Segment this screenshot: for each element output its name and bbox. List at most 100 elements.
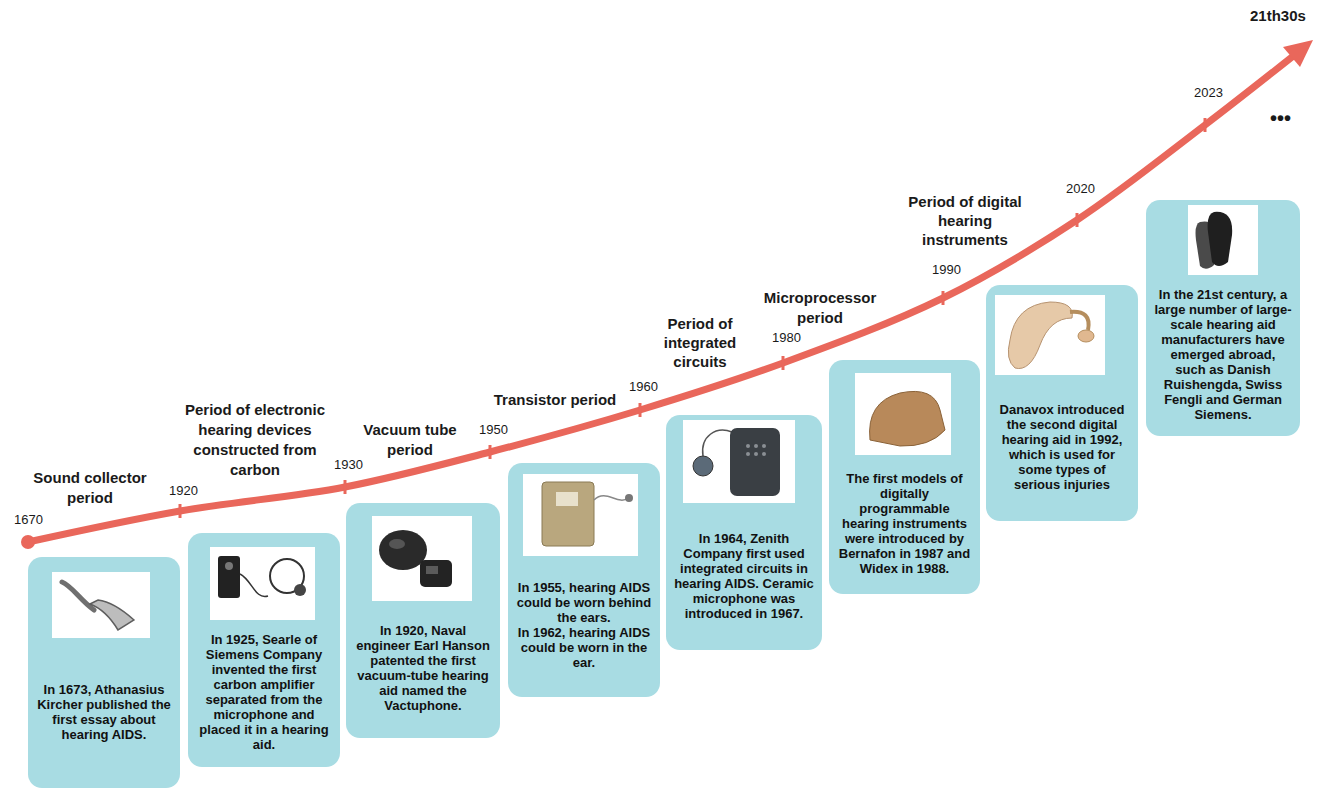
event-box: In 1955, hearing AIDS could be worn behi… [508,463,660,697]
picture-ground [372,516,472,601]
trumpet-tube [62,582,94,610]
year-tick [1076,213,1079,227]
picture-ground [995,295,1105,375]
earpiece [693,456,713,476]
picture-ground [1188,205,1258,275]
grille-dot [762,452,766,456]
carbon-box-knob [225,562,233,570]
event-text: In 1964, Zenith Company first used integ… [674,531,814,621]
period-label: Period of integrated circuits [650,314,750,371]
carbon-aid-picture [210,547,315,620]
event-text: In 1920, Naval engineer Earl Hanson pate… [354,623,492,713]
earpiece [294,584,306,596]
event-box: In 1673, Athanasius Kircher published th… [28,557,180,788]
period-label: Sound collector period [25,468,155,508]
digital-aid-picture [995,295,1105,375]
grille-dot [746,444,750,448]
event-box: In 1925, Searle of Siemens Company inven… [188,533,340,767]
tube-box [420,560,452,587]
ear-hook [1070,312,1089,330]
trumpet-bell [90,600,134,630]
year-tick [942,291,945,305]
year-tick [782,356,785,370]
year-tick [179,504,182,518]
period-label: Vacuum tube period [355,420,465,460]
event-text: In 1962, hearing AIDS could be worn in t… [516,625,652,670]
transistor-aid-picture [523,474,638,556]
earpiece [625,494,633,502]
event-box-ground [666,415,822,650]
year-tick [489,445,492,459]
timeline-start-dot [21,535,35,549]
earphone-shine [389,539,405,549]
transistor-wire [594,496,628,500]
picture-ground [855,373,951,455]
event-text: The first models of digitally programmab… [837,471,972,576]
year-label: 1670 [14,512,43,527]
tube-box-grille [426,566,438,574]
event-box-ground [346,503,500,738]
behind-ear-body [1008,302,1072,369]
year-ticks [180,118,1205,518]
carbon-box [218,556,240,598]
event-box: In the 21st century, a large number of l… [1146,200,1300,436]
event-box-ground [1146,200,1300,436]
picture-ground [683,420,795,503]
picture-ground [52,572,150,638]
picture-ground [523,474,638,556]
event-text: In the 21st century, a large number of l… [1154,287,1292,422]
programmable-aid-picture [855,373,951,455]
event-box: In 1920, Naval engineer Earl Hanson pate… [346,503,500,738]
grille-dot [754,452,758,456]
box-grounds [28,200,1300,788]
year-label: 1930 [334,457,363,472]
in-ear-shell [870,391,945,446]
year-label: 1950 [479,422,508,437]
year-tick [639,403,642,417]
ic-aid-picture [683,420,795,503]
period-label: Period of electronic hearing devices con… [171,400,339,480]
transistor-box [542,482,594,546]
modern-aid-front [1208,212,1233,266]
year-label: 1920 [169,483,198,498]
event-box: In 1964, Zenith Company first used integ… [666,415,822,650]
year-label: 2020 [1066,181,1095,196]
transistor-label-plate [556,492,578,506]
timeline-end-label: 21th30s [1250,6,1306,26]
timeline-curve [28,57,1292,542]
timeline-arrowhead [1283,40,1313,67]
year-label: 1990 [932,262,961,277]
event-box: Danavox introduced the second digital he… [986,285,1138,521]
event-box-ground [188,533,340,767]
ic-body [730,428,780,496]
carbon-wire [240,574,268,597]
event-text: In 1673, Athanasius Kircher published th… [36,682,172,742]
event-box: The first models of digitally programmab… [829,360,980,594]
year-label: 2023 [1194,85,1223,100]
period-label: Transistor period [475,390,635,410]
vacuum-tube-aid-picture [372,516,472,601]
round-earphone [379,530,427,570]
event-box-ground [28,557,180,788]
ear-mould [1078,330,1094,342]
illustrations [52,205,1258,638]
timeline-arrow [21,40,1313,549]
event-box-ground [829,360,980,594]
period-label: Period of digital hearing instruments [899,192,1031,249]
event-box-ground [986,285,1138,521]
year-label: 1980 [772,330,801,345]
event-text: In 1925, Searle of Siemens Company inven… [196,632,332,752]
ic-wire [703,430,732,456]
grille-dot [762,444,766,448]
grille-dot [746,452,750,456]
event-text: Danavox introduced the second digital he… [994,402,1130,492]
picture-ground [210,547,315,620]
year-tick [1204,118,1207,132]
ear-trumpet-picture [52,572,150,638]
event-text: In 1955, hearing AIDS could be worn behi… [516,580,652,625]
year-label: 1960 [629,379,658,394]
event-box-ground [508,463,660,697]
